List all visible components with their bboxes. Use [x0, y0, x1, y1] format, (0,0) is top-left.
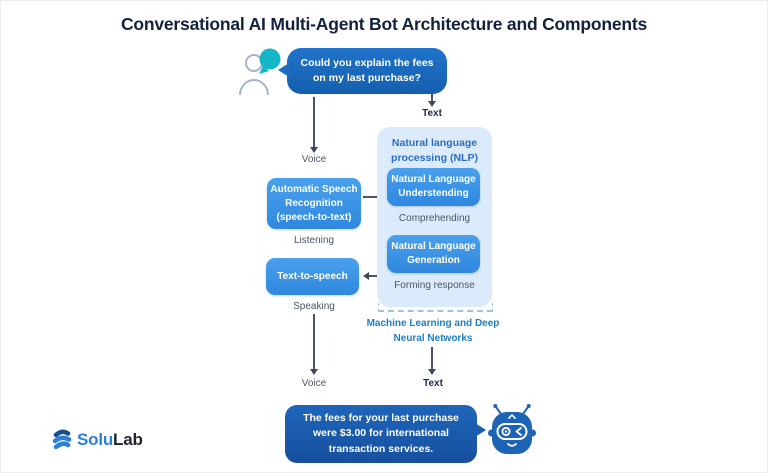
logo-part-solu: Solu	[77, 430, 114, 449]
label-forming-response: Forming response	[394, 280, 475, 291]
user-query-text: Could you explain the fees on my last pu…	[300, 56, 434, 84]
arrowhead-down-icon	[310, 369, 318, 375]
arrowhead-down-icon	[310, 147, 318, 153]
asr-box: Automatic Speech Recognition (speech-to-…	[267, 178, 361, 229]
label-speaking: Speaking	[293, 301, 335, 312]
bubble-tail	[475, 423, 486, 437]
logo-part-lab: Lab	[113, 430, 143, 449]
nlp-title: Natural language processing (NLP)	[391, 137, 478, 164]
arrowhead-left-icon	[363, 272, 369, 280]
ml-label: Machine Learning and Deep Neural Network…	[366, 318, 500, 344]
label-text-out: Text	[423, 378, 443, 389]
logo-wordmark: SoluLab	[77, 430, 143, 450]
connector-speaking-to-voice	[313, 314, 315, 369]
connector-query-to-text	[431, 94, 433, 101]
solulab-logo: SoluLab	[51, 429, 143, 451]
nlu-box: Natural Language Understending	[387, 168, 480, 206]
nlg-box: Natural Language Generation	[387, 235, 480, 273]
user-avatar	[237, 47, 289, 102]
label-listening: Listening	[293, 235, 335, 246]
connector-person-to-voice	[313, 97, 315, 147]
bubble-tail	[278, 63, 289, 77]
label-comprehending: Comprehending	[398, 213, 471, 224]
user-with-speech-bubble-icon	[239, 48, 281, 96]
arrowhead-down-icon	[428, 369, 436, 375]
label-voice-out: Voice	[301, 378, 327, 389]
bot-reply-text: The fees for your last purchase were $3.…	[303, 412, 459, 455]
chatbot-robot-icon	[488, 404, 536, 454]
label-voice-in: Voice	[301, 154, 327, 165]
connector-ml-to-text	[431, 347, 433, 369]
connector-asr-to-nlu	[363, 196, 379, 198]
label-text-in: Text	[422, 108, 442, 119]
ml-dashed-bracket	[378, 303, 493, 312]
solulab-logo-icon	[52, 429, 72, 450]
tts-box: Text-to-speech	[266, 258, 359, 295]
user-query-bubble: Could you explain the fees on my last pu…	[278, 48, 447, 94]
arrowhead-down-icon	[428, 101, 436, 107]
nlp-container	[377, 127, 492, 307]
bot-avatar	[488, 402, 536, 463]
page-title: Conversational AI Multi-Agent Bot Archit…	[120, 14, 648, 34]
bot-reply-bubble: The fees for your last purchase were $3.…	[285, 405, 486, 463]
